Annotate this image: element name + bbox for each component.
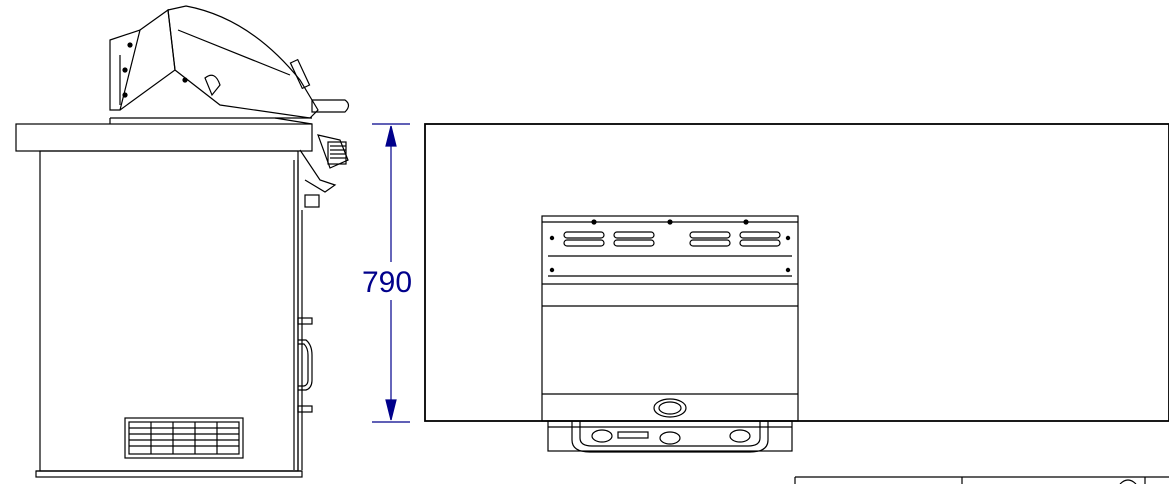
grill-lid [109, 5, 350, 119]
counter-front [424, 123, 1169, 422]
counter-top-side [15, 123, 313, 152]
control-knob-side [299, 134, 349, 208]
cabinet-body-side [35, 150, 313, 478]
vent-grille [124, 417, 244, 459]
title-block [794, 476, 1169, 484]
height-dimension [372, 123, 410, 423]
grill-front-view [424, 123, 1169, 453]
knob-center [659, 431, 681, 445]
control-panel [547, 420, 793, 453]
knob-right [729, 429, 751, 443]
height-dimension-label: 790 [362, 266, 412, 299]
knob-left [591, 429, 613, 443]
temperature-gauge [653, 398, 687, 418]
grill-side-view [15, 5, 350, 478]
lid-vents [563, 231, 781, 247]
